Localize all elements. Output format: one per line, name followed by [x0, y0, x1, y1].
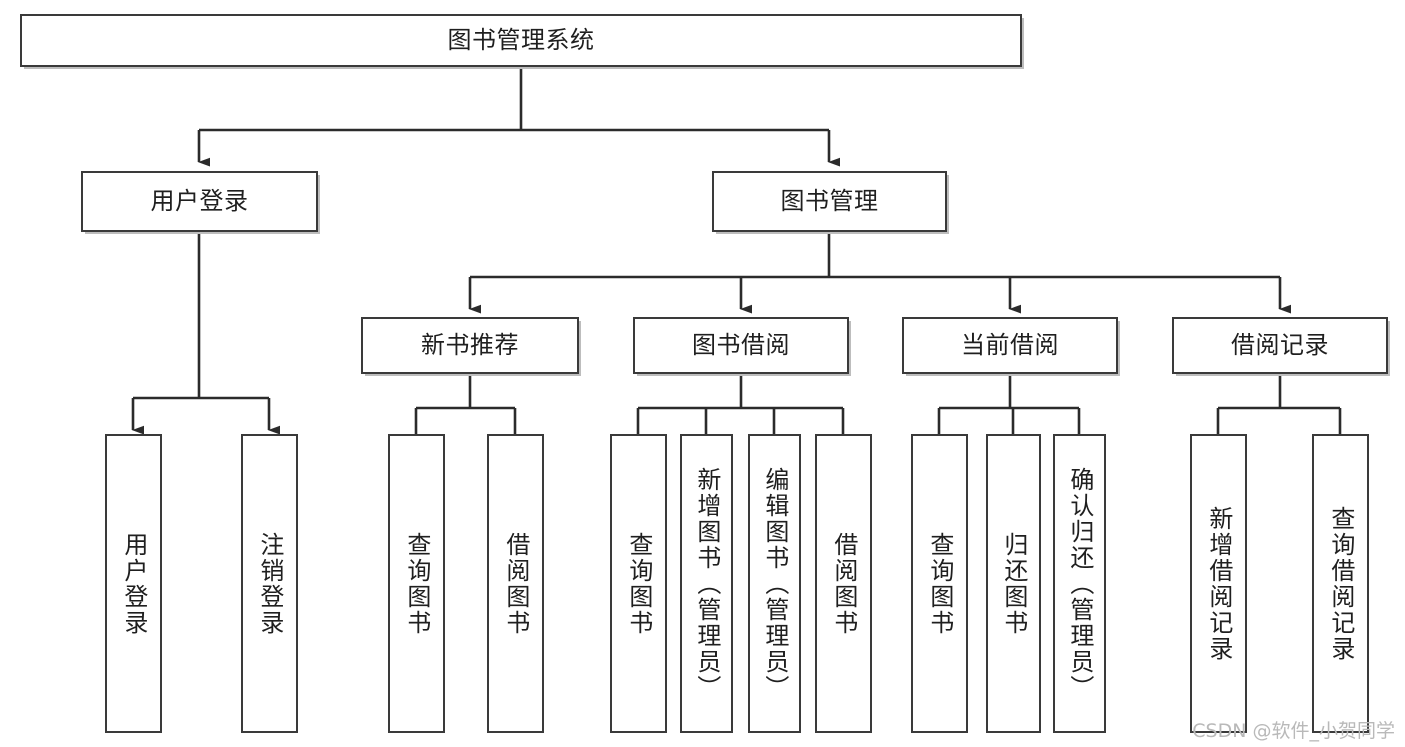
- node-root[interactable]: 图书管理系统: [20, 14, 1022, 67]
- leaf-user-login[interactable]: 用户登录: [105, 434, 162, 733]
- node-borrow-record-label: 借阅记录: [1231, 331, 1329, 360]
- leaf-query-book-1-label: 查询图书: [402, 531, 431, 636]
- leaf-borrow-book-2[interactable]: 借阅图书: [815, 434, 872, 733]
- leaf-borrow-book-1[interactable]: 借阅图书: [487, 434, 544, 733]
- leaf-query-book-3-label: 查询图书: [925, 531, 954, 636]
- leaf-borrow-book-2-label: 借阅图书: [829, 531, 858, 636]
- connector-group: [131, 67, 1351, 445]
- leaf-add-record[interactable]: 新增借阅记录: [1190, 434, 1247, 733]
- node-current-borrow-label: 当前借阅: [961, 331, 1059, 360]
- leaf-edit-book[interactable]: 编辑图书（管理员）: [748, 434, 801, 733]
- leaf-query-book-1[interactable]: 查询图书: [388, 434, 445, 733]
- node-user-login-label: 用户登录: [150, 187, 249, 216]
- node-book-borrow[interactable]: 图书借阅: [633, 317, 849, 374]
- leaf-add-book[interactable]: 新增图书（管理员）: [680, 434, 733, 733]
- leaf-query-record[interactable]: 查询借阅记录: [1312, 434, 1369, 733]
- leaf-confirm-return[interactable]: 确认归还（管理员）: [1053, 434, 1106, 733]
- node-new-book-rec[interactable]: 新书推荐: [361, 317, 579, 374]
- leaf-query-book-2[interactable]: 查询图书: [610, 434, 667, 733]
- leaf-user-logout-label: 注销登录: [255, 531, 284, 636]
- leaf-add-book-label: 新增图书（管理员）: [692, 466, 721, 701]
- leaf-return-book[interactable]: 归还图书: [986, 434, 1041, 733]
- node-new-book-rec-label: 新书推荐: [421, 331, 519, 360]
- node-book-borrow-label: 图书借阅: [692, 331, 790, 360]
- leaf-borrow-book-1-label: 借阅图书: [501, 531, 530, 636]
- node-book-manage-label: 图书管理: [780, 187, 879, 216]
- node-root-label: 图书管理系统: [447, 26, 595, 55]
- node-user-login[interactable]: 用户登录: [81, 171, 318, 232]
- node-book-manage[interactable]: 图书管理: [712, 171, 947, 232]
- leaf-user-login-label: 用户登录: [119, 531, 148, 636]
- leaf-user-logout[interactable]: 注销登录: [241, 434, 298, 733]
- leaf-confirm-return-label: 确认归还（管理员）: [1065, 466, 1094, 701]
- leaf-edit-book-label: 编辑图书（管理员）: [760, 466, 789, 701]
- leaf-query-book-3[interactable]: 查询图书: [911, 434, 968, 733]
- node-current-borrow[interactable]: 当前借阅: [902, 317, 1118, 374]
- leaf-query-book-2-label: 查询图书: [624, 531, 653, 636]
- node-borrow-record[interactable]: 借阅记录: [1172, 317, 1388, 374]
- leaf-query-record-label: 查询借阅记录: [1326, 505, 1355, 662]
- leaf-return-book-label: 归还图书: [999, 531, 1028, 636]
- leaf-add-record-label: 新增借阅记录: [1204, 505, 1233, 662]
